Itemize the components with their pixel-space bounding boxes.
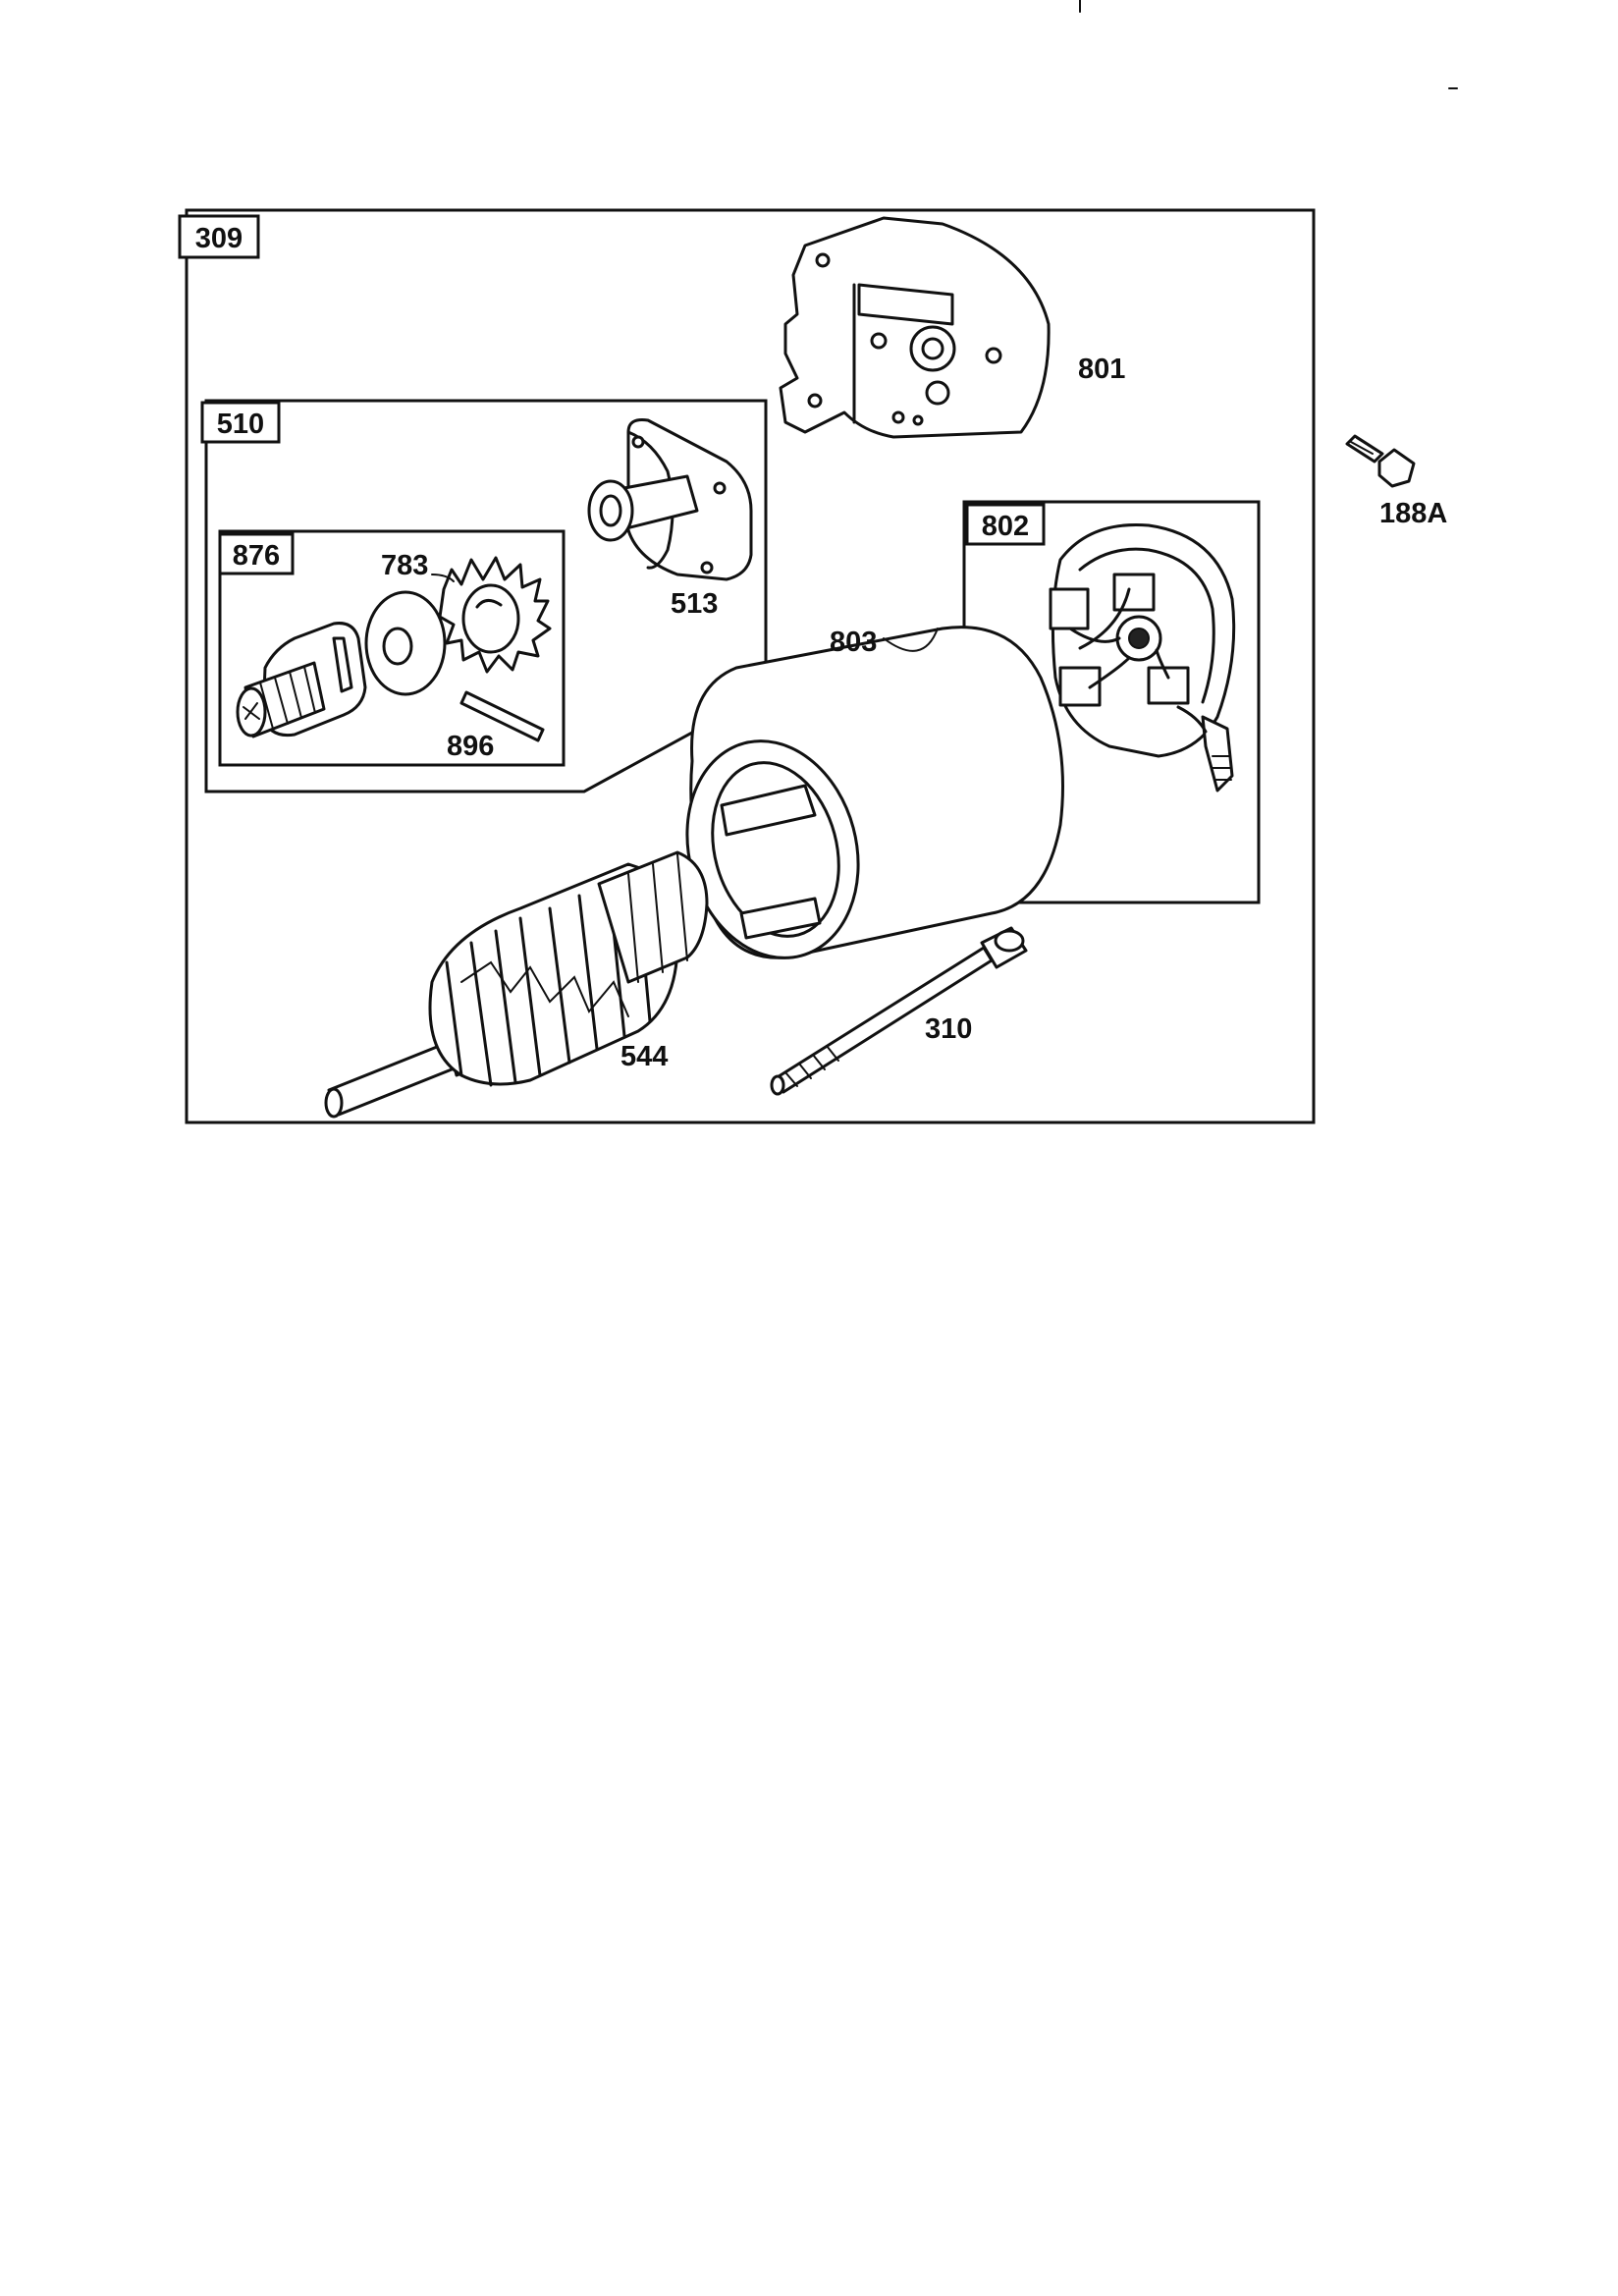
pinion-housing-513-drawing: 513 <box>587 418 753 620</box>
gear-783-drawing: 783 <box>381 550 552 674</box>
subassembly-510-frame: 510 <box>200 399 768 793</box>
frame-803-drawing: 803 <box>685 626 1064 959</box>
part-label-896: 896 <box>447 731 494 762</box>
part-label-801: 801 <box>1078 354 1125 385</box>
subassembly-tag-876: 876 <box>233 540 280 572</box>
subassembly-tag-510: 510 <box>217 409 264 440</box>
subassembly-tag-802: 802 <box>982 511 1029 542</box>
part-label-803: 803 <box>830 627 877 658</box>
part-label-188A: 188A <box>1379 498 1447 529</box>
part-label-783: 783 <box>381 550 428 581</box>
brush-holder-drawing <box>1049 522 1236 793</box>
part-label-513: 513 <box>671 588 718 620</box>
end-cap-801-drawing: 801 <box>779 216 1125 439</box>
washer-drawing <box>364 590 447 696</box>
subassembly-876-frame: 876 <box>218 529 566 767</box>
armature-544-drawing: 544 <box>324 850 709 1119</box>
drive-clutch-drawing <box>236 622 367 738</box>
assembly-tag-309: 309 <box>195 223 243 254</box>
part-label-310: 310 <box>925 1013 972 1045</box>
pin-896-drawing: 896 <box>447 690 545 762</box>
assembly-309-frame: 309 <box>178 208 1316 1124</box>
screw-188A-drawing: 188A <box>1345 434 1447 529</box>
subassembly-802-frame: 802 <box>962 500 1261 904</box>
part-label-544: 544 <box>620 1041 668 1072</box>
thru-bolt-310-drawing: 310 <box>770 926 1028 1096</box>
